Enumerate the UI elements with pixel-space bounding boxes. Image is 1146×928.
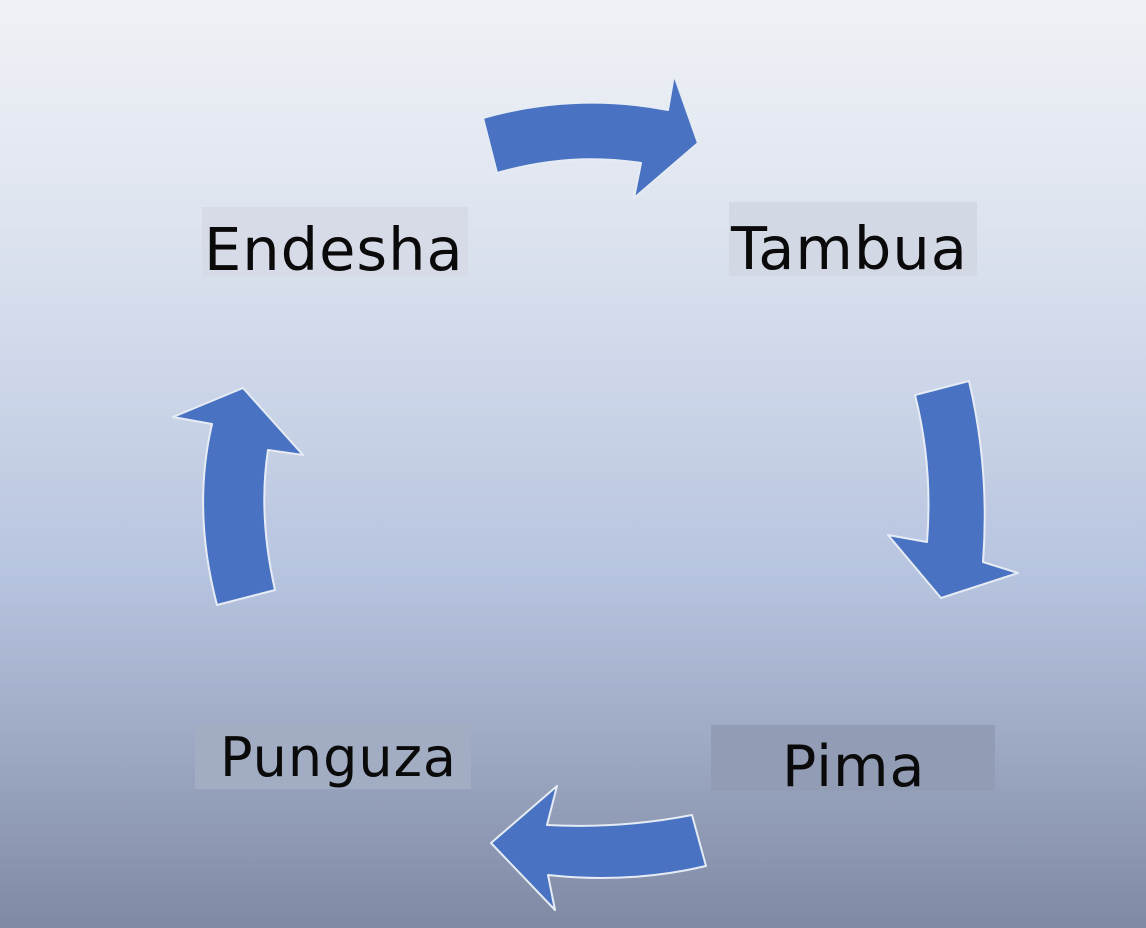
- arrow-pima-to-punguza: [490, 785, 707, 911]
- step-label-tambua: Tambua: [729, 202, 977, 276]
- step-label-endesha: Endesha: [202, 207, 468, 277]
- arrow-endesha-to-tambua: [482, 74, 699, 199]
- step-label-pima: Pima: [711, 725, 995, 791]
- arrow-tambua-to-pima: [887, 380, 1019, 599]
- step-label-punguza: Punguza: [195, 723, 471, 789]
- arrow-punguza-to-endesha: [172, 387, 304, 606]
